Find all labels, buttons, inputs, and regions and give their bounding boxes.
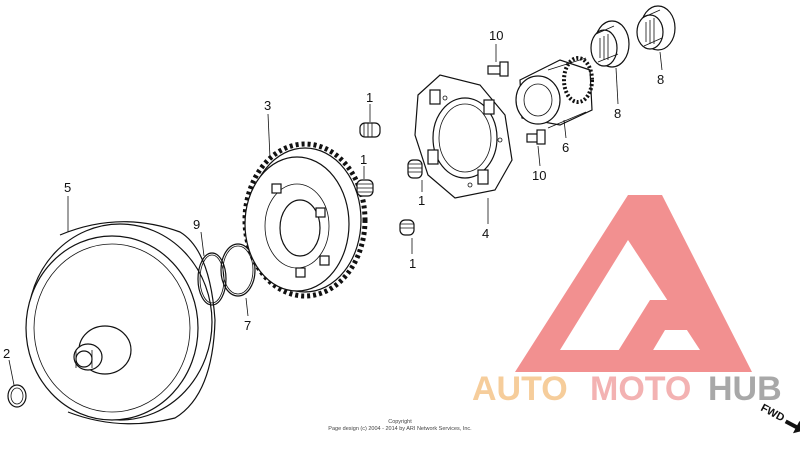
spring-part-1-b xyxy=(356,179,374,197)
callout-8-a: 8 xyxy=(614,106,621,121)
splined-hub-part-6 xyxy=(515,56,594,129)
ring-part-7 xyxy=(220,243,256,297)
bolt-part-10-a xyxy=(487,61,509,77)
logo-text-hub: HUB xyxy=(708,370,782,408)
callout-10-a: 10 xyxy=(489,28,503,43)
copyright-line-1: Copyright xyxy=(388,419,412,425)
logo-text-moto: MOTO xyxy=(590,370,691,408)
spring-part-1-a xyxy=(359,122,381,138)
leader-lines xyxy=(8,44,663,386)
arrow-right-icon xyxy=(784,419,800,434)
copyright-line-2: Page design (c) 2004 - 2014 by ARI Netwo… xyxy=(328,426,472,432)
callout-7: 7 xyxy=(244,318,251,333)
logo-text-auto: AUTO xyxy=(472,370,568,408)
carrier-plate-part-4 xyxy=(414,74,513,199)
bolt-part-10-b xyxy=(526,129,546,145)
spring-part-1-c xyxy=(407,159,423,179)
callout-5: 5 xyxy=(64,180,71,195)
callout-8-b: 8 xyxy=(657,72,664,87)
callout-1-c: 1 xyxy=(418,193,425,208)
fwd-label: FWD xyxy=(759,402,787,424)
torque-converter xyxy=(25,221,216,425)
needle-bearing-part-8-a xyxy=(590,20,630,68)
callout-9: 9 xyxy=(193,217,200,232)
callout-6: 6 xyxy=(562,140,569,155)
callout-1-d: 1 xyxy=(409,256,416,271)
snap-ring-part-2 xyxy=(7,384,27,408)
callout-1-b: 1 xyxy=(360,152,367,167)
callout-10-b: 10 xyxy=(532,168,546,183)
callout-4: 4 xyxy=(482,226,489,241)
spring-part-1-d xyxy=(399,219,415,236)
callout-1-a: 1 xyxy=(366,90,373,105)
gear-part-3 xyxy=(242,141,368,299)
needle-bearing-part-8-b xyxy=(636,5,676,51)
watermark-logo: AUTO MOTO HUB xyxy=(472,195,782,408)
callout-3: 3 xyxy=(264,98,271,113)
callout-2: 2 xyxy=(3,346,10,361)
